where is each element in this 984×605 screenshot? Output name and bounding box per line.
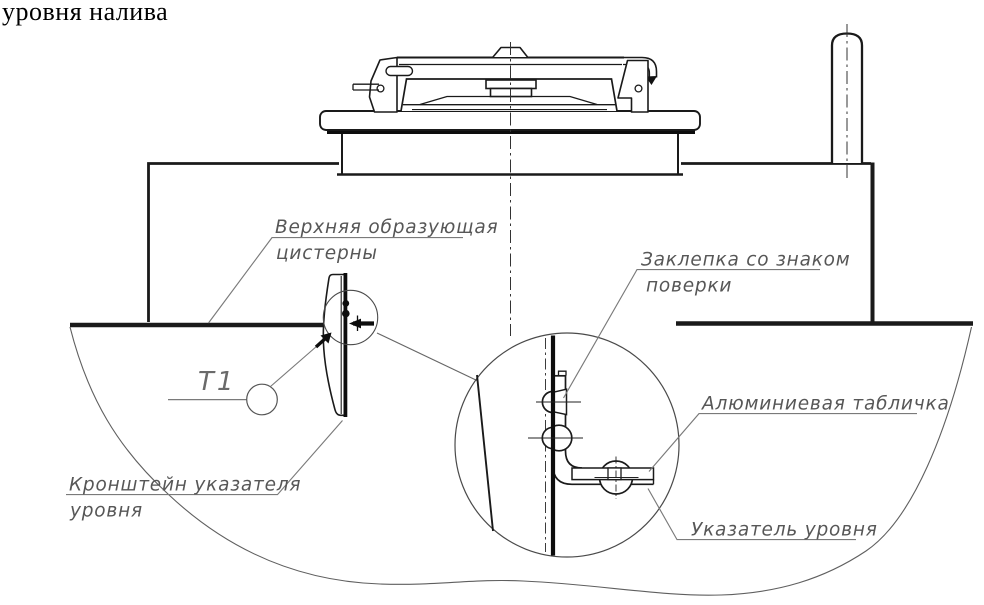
- label-bracket-line2: уровня: [69, 501, 143, 522]
- leader-plate: [648, 413, 917, 472]
- hatch-platform-left: [147, 162, 339, 322]
- t1-label: Т1: [198, 367, 236, 397]
- leader-lines: [66, 237, 917, 541]
- shell-break-line: [69, 326, 973, 596]
- labels: Верхняя образующая цистерны Заклепка со …: [69, 217, 950, 541]
- detail-circle-large: [454, 332, 680, 558]
- figure-caption-fragment: уровня налива: [2, 0, 169, 26]
- vent-pipe: [830, 24, 864, 178]
- label-plate: Алюминиевая табличка: [701, 394, 950, 415]
- leader-rivet: [563, 269, 820, 399]
- hatch-neck: [337, 133, 683, 176]
- left-bracket-slot: [385, 65, 414, 77]
- verification-rivet-upper: [342, 300, 350, 307]
- left-bracket-pin-hole: [376, 84, 385, 93]
- label-top-generatrix-line2: цистерны: [276, 243, 378, 264]
- leader-indicator: [647, 488, 856, 541]
- detail-circle-small: [322, 289, 379, 346]
- label-bracket-line1: Кронштейн указателя: [69, 475, 301, 496]
- detail-connector-line: [376, 332, 479, 382]
- t1-arrow-icon: [320, 332, 332, 344]
- detail-view: [454, 332, 680, 558]
- plate-bolt-shank: [607, 467, 622, 481]
- right-bracket-pin-hole: [634, 84, 643, 93]
- label-rivet-line1: Заклепка со знаком: [641, 250, 851, 271]
- hatch-yoke: [352, 46, 658, 113]
- level-indicator-bracket: [322, 273, 374, 417]
- t1-designation: Т1: [168, 332, 332, 416]
- detail-plate-edge-curve: [476, 374, 494, 532]
- t1-leader: [270, 345, 318, 387]
- verification-rivet-lower: [342, 309, 350, 318]
- label-rivet-line2: поверки: [646, 276, 732, 297]
- label-indicator: Указатель уровня: [691, 520, 878, 541]
- yoke-right-bracket: [617, 59, 649, 113]
- right-hook-outer: [623, 56, 658, 78]
- leader-bracket: [66, 420, 343, 496]
- leader-top-generatrix: [208, 237, 463, 324]
- level-arrow-icon: [349, 318, 361, 329]
- hatch-cover: [400, 78, 618, 112]
- label-top-generatrix-line1: Верхняя образующая: [275, 217, 498, 238]
- left-pin: [352, 83, 379, 91]
- t1-circle: [246, 383, 278, 416]
- tank-shell-outline: [70, 162, 973, 328]
